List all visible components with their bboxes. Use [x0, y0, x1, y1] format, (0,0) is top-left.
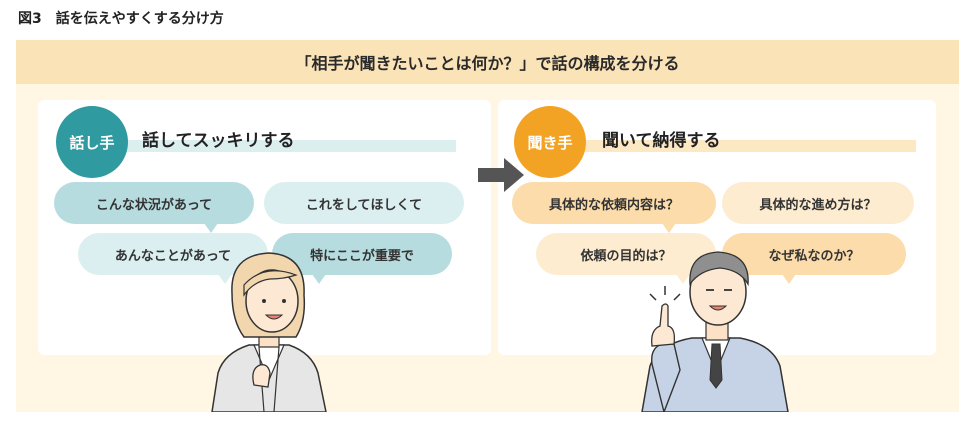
listener-bubble-text: 具体的な依頼内容は？: [548, 197, 679, 213]
bubble-tail: [312, 274, 326, 284]
speaker-role-badge: 話し手: [56, 106, 128, 178]
listener-role-badge: 聞き手: [514, 106, 586, 178]
diagram-panel: 「相手が聞きたいことは何か？」で話の構成を分ける 話し手 話してスッキリする こ…: [16, 40, 959, 412]
figure-caption: 図3 話を伝えやすくする分け方: [18, 11, 224, 27]
speaker-card: 話し手 話してスッキリする こんな状況があって これをしてほしくて あんなことが…: [38, 100, 491, 355]
man-illustration: [641, 251, 789, 412]
speaker-heading: 話してスッキリする: [142, 131, 295, 151]
listener-bubble-3: 依頼の目的は？: [536, 233, 716, 284]
listener-bubble-text: 依頼の目的は？: [580, 248, 672, 264]
listener-bubble-4: なぜ私なのか？: [722, 233, 906, 284]
speaker-bubble-2: これをしてほしくて: [264, 182, 464, 224]
listener-heading-bar: [558, 140, 916, 152]
listener-bubble-2: 具体的な進め方は？: [722, 182, 914, 224]
listener-bubble-text: 具体的な進め方は？: [759, 197, 877, 213]
banner-title: 「相手が聞きたいことは何か？」で話の構成を分ける: [16, 40, 959, 84]
woman-illustration: [211, 252, 327, 412]
bubble-tail: [218, 274, 232, 284]
bubble-tail: [662, 223, 676, 233]
listener-bubble-1: 具体的な依頼内容は？: [512, 182, 716, 233]
bubble-tail: [204, 223, 218, 233]
listener-bubble-text: なぜ私なのか？: [768, 248, 860, 264]
right-arrow-icon: [478, 158, 524, 192]
speaker-bubble-text: あんなことがあって: [114, 248, 232, 264]
speaker-bubble-1: こんな状況があって: [54, 182, 254, 233]
speaker-bubble-text: こんな状況があって: [95, 197, 213, 213]
bubble-tail: [676, 274, 690, 284]
speaker-bubble-text: これをしてほしくて: [305, 197, 423, 213]
listener-heading: 聞いて納得する: [602, 131, 721, 151]
speaker-heading-bar: [98, 140, 456, 152]
speaker-bubble-4: 特にここが重要で: [272, 233, 452, 284]
speaker-bubble-text: 特にここが重要で: [310, 248, 414, 264]
bubble-tail: [782, 274, 796, 284]
